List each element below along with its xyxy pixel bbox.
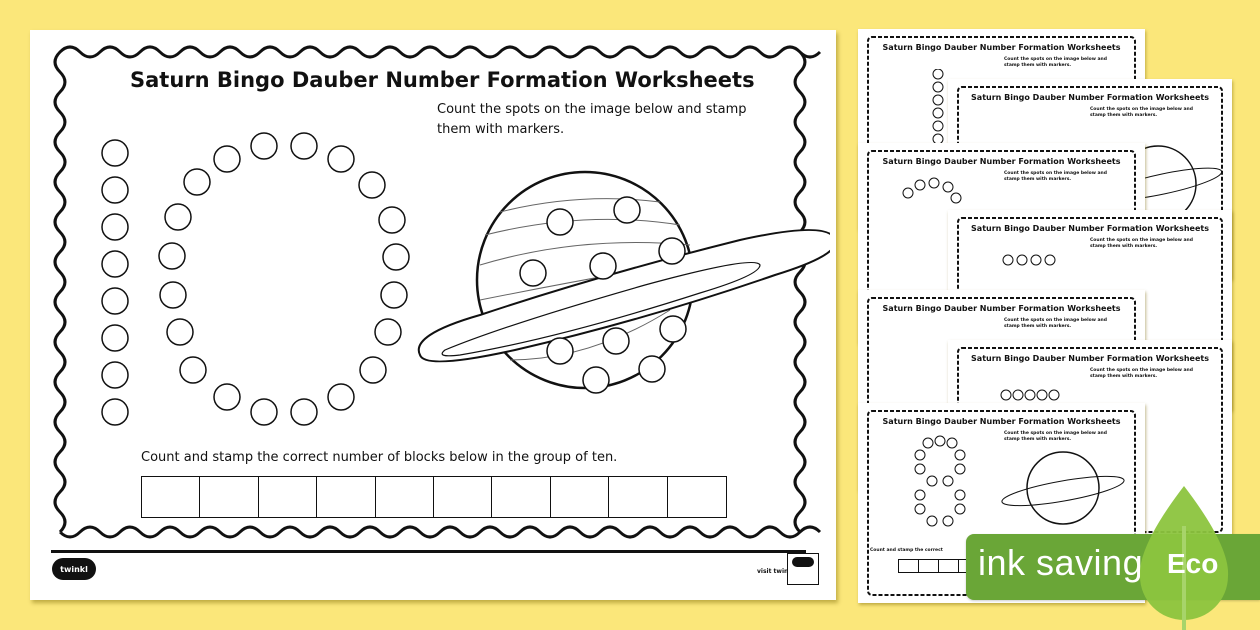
twinkl-logo: twinkl [52,558,96,580]
thumbnail-instruction: Count the spots on the image below and s… [1090,107,1193,118]
thumbnail-instruction: Count the spots on the image below and s… [1004,318,1107,329]
ten-frame-blocks [141,476,727,518]
ink-saving-label: ink saving [978,542,1144,583]
thumbnail-title: Saturn Bingo Dauber Number Formation Wor… [882,157,1121,166]
quality-badge [787,553,819,585]
thumbnail-instruction: Count the spots on the image below and s… [1004,431,1107,442]
eco-leaf-icon [1140,486,1229,630]
thumbnail-instruction: Count the spots on the image below and s… [1090,368,1193,379]
block [551,477,610,517]
thumbnail-instruction: Count the spots on the image below and s… [1004,57,1107,68]
block [376,477,434,517]
block [259,477,318,517]
footer-divider [51,550,806,553]
main-worksheet-preview: Saturn Bingo Dauber Number Formation Wor… [30,30,836,600]
thumbnail-title: Saturn Bingo Dauber Number Formation Wor… [971,224,1209,233]
block [317,477,376,517]
thumbnail-bottom-instruction: Count and stamp the correct [870,548,943,553]
thumbnail-instruction: Count the spots on the image below and s… [1090,238,1193,249]
block [200,477,259,517]
block [668,477,726,517]
saturn-illustration [417,170,830,394]
thumbnail-title: Saturn Bingo Dauber Number Formation Wor… [882,304,1121,313]
thumbnail-title: Saturn Bingo Dauber Number Formation Wor… [971,93,1209,102]
block [142,477,201,517]
thumbnail-title: Saturn Bingo Dauber Number Formation Wor… [971,354,1209,363]
number-ten-dot-outline [101,132,410,426]
thumbnail-instruction: Count the spots on the image below and s… [1004,171,1107,182]
eco-label: Eco [1167,548,1219,579]
instruction-top: Count the spots on the image below and s… [437,102,747,137]
block [609,477,668,517]
thumbnail-title: Saturn Bingo Dauber Number Formation Wor… [882,43,1121,52]
worksheet-title: Saturn Bingo Dauber Number Formation Wor… [130,68,755,92]
thumbnail-title: Saturn Bingo Dauber Number Formation Wor… [882,417,1121,426]
website-text: visit twinkl.com [757,568,811,575]
instruction-bottom: Count and stamp the correct number of bl… [141,450,618,465]
block [434,477,493,517]
wavy-border [53,45,822,539]
thumbnail-worksheet-7[interactable]: Saturn Bingo Dauber Number Formation Wor… [858,403,1145,603]
block [492,477,551,517]
